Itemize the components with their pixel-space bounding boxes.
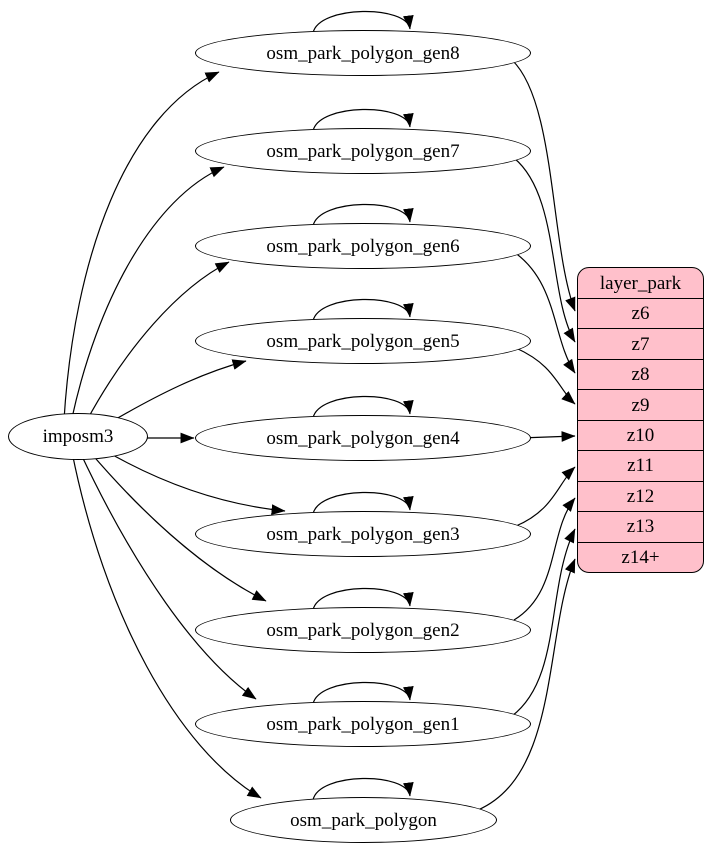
node-osm-park-polygon-gen6-label: osm_park_polygon_gen6 xyxy=(266,235,460,257)
edge-osm_park_polygon_gen6-to-osm_park_polygon_gen6 xyxy=(312,203,414,227)
layer-park-row-z13: z13 xyxy=(578,511,703,541)
edge-osm_park_polygon_gen5-to-layer_park:z9 xyxy=(515,347,576,405)
layer-park-row-z14: z14+ xyxy=(578,541,703,572)
node-osm-park-polygon-gen3-label: osm_park_polygon_gen3 xyxy=(266,523,460,545)
edge-osm_park_polygon_gen2-to-osm_park_polygon_gen2 xyxy=(312,587,414,611)
edge-imposm3-to-osm_park_polygon_gen3 xyxy=(103,449,286,515)
edge-imposm3-to-osm_park_polygon_gen7 xyxy=(71,166,225,419)
node-osm-park-polygon-gen1-label: osm_park_polygon_gen1 xyxy=(266,713,460,735)
layer-park-row-z9: z9 xyxy=(578,389,703,419)
node-osm-park-polygon-label: osm_park_polygon xyxy=(290,809,437,831)
edge-osm_park_polygon_gen5-to-osm_park_polygon_gen5 xyxy=(312,298,414,322)
node-osm-park-polygon-gen5-label: osm_park_polygon_gen5 xyxy=(266,330,460,352)
layer-park-row-z11: z11 xyxy=(578,450,703,480)
layer-park-row-z10: z10 xyxy=(578,419,703,450)
edge-osm_park_polygon-to-osm_park_polygon xyxy=(312,777,414,801)
edge-osm_park_polygon_gen1-to-osm_park_polygon_gen1 xyxy=(312,681,414,705)
edge-osm_park_polygon_gen3-to-layer_park:z11 xyxy=(515,466,576,527)
node-osm-park-polygon-gen4: osm_park_polygon_gen4 xyxy=(195,415,531,461)
node-osm-park-polygon-gen7: osm_park_polygon_gen7 xyxy=(195,128,531,174)
edge-osm_park_polygon_gen4-to-osm_park_polygon_gen4 xyxy=(312,395,414,419)
node-osm-park-polygon-gen4-label: osm_park_polygon_gen4 xyxy=(266,427,460,449)
node-imposm3: imposm3 xyxy=(8,413,148,460)
node-osm-park-polygon-gen8: osm_park_polygon_gen8 xyxy=(195,30,531,76)
edge-imposm3-to-osm_park_polygon_gen8 xyxy=(63,71,220,421)
edge-osm_park_polygon_gen1-to-layer_park:z13 xyxy=(511,528,576,717)
edge-osm_park_polygon_gen3-to-osm_park_polygon_gen3 xyxy=(312,491,414,515)
edge-imposm3-to-osm_park_polygon_gen5 xyxy=(103,359,247,427)
edge-osm_park_polygon_gen8-to-osm_park_polygon_gen8 xyxy=(312,10,414,34)
node-osm-park-polygon-gen6: osm_park_polygon_gen6 xyxy=(195,223,531,269)
node-imposm3-label: imposm3 xyxy=(42,426,114,447)
node-osm-park-polygon-gen2-label: osm_park_polygon_gen2 xyxy=(266,619,460,641)
edge-osm_park_polygon_gen6-to-layer_park:z8 xyxy=(513,251,576,374)
layer-park-title: layer_park xyxy=(599,272,682,294)
edge-imposm3-to-osm_park_polygon_gen1 xyxy=(79,451,257,700)
edge-osm_park_polygon_gen7-to-osm_park_polygon_gen7 xyxy=(312,108,414,132)
node-osm-park-polygon: osm_park_polygon xyxy=(230,797,497,843)
layer-park-row-z8: z8 xyxy=(578,358,703,389)
edge-imposm3-to-osm_park_polygon_gen6 xyxy=(85,261,230,423)
edge-osm_park_polygon_gen2-to-layer_park:z12 xyxy=(513,497,576,621)
edge-imposm3-to-osm_park_polygon xyxy=(71,451,262,799)
edge-osm_park_polygon-to-layer_park:z14+ xyxy=(477,558,576,811)
edge-imposm3-to-osm_park_polygon_gen2 xyxy=(89,451,267,602)
node-osm-park-polygon-gen8-label: osm_park_polygon_gen8 xyxy=(266,42,460,64)
node-osm-park-polygon-gen2: osm_park_polygon_gen2 xyxy=(195,607,531,653)
node-osm-park-polygon-gen7-label: osm_park_polygon_gen7 xyxy=(266,140,460,162)
node-osm-park-polygon-gen1: osm_park_polygon_gen1 xyxy=(195,701,531,747)
layer-park-row-z7: z7 xyxy=(578,328,703,358)
edge-osm_park_polygon_gen7-to-layer_park:z7 xyxy=(513,157,576,343)
node-layer-park: layer_park z6 z7 z8 z9 z10 z11 z12 z13 z… xyxy=(577,267,704,573)
layer-park-row-z12: z12 xyxy=(578,480,703,511)
edge-osm_park_polygon_gen8-to-layer_park:z6 xyxy=(511,59,576,312)
layer-park-row-z6: z6 xyxy=(578,298,703,328)
node-osm-park-polygon-gen5: osm_park_polygon_gen5 xyxy=(195,318,531,364)
node-osm-park-polygon-gen3: osm_park_polygon_gen3 xyxy=(195,511,531,557)
